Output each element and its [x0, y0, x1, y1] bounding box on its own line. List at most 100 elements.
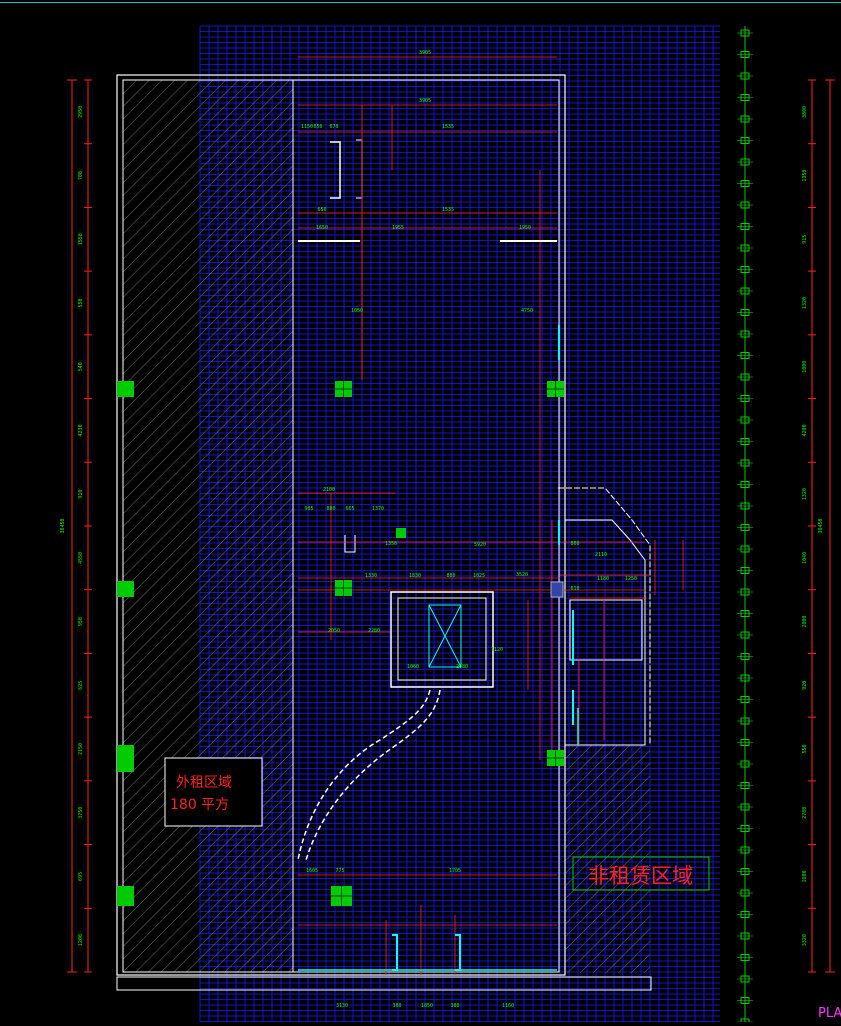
dim-chain-text: 695: [78, 872, 84, 881]
core-inner: [397, 597, 487, 681]
dim-chain-text: 1320: [802, 488, 808, 500]
dimension-text: 670: [329, 124, 338, 130]
dim-chain-text: 1600: [802, 870, 808, 882]
dim-chain-text: 1200: [78, 934, 84, 946]
dimension-text: 1950: [519, 225, 531, 231]
elevator-cross: [428, 604, 462, 668]
dim-chain-text: 550: [78, 298, 84, 307]
dim-chain-text: 2780: [802, 807, 808, 819]
dimension-text: 380: [450, 1003, 459, 1009]
dimension-text: 1150: [301, 124, 313, 130]
dim-chain-text: 3320: [802, 934, 808, 946]
dimension-lines: [67, 26, 835, 1026]
dim-chain-text: 950: [78, 617, 84, 626]
elevator-box: [428, 604, 462, 668]
right-room-wall: [565, 519, 646, 746]
dim-chain-text: 2150: [78, 743, 84, 755]
dimension-text: 1250: [625, 576, 637, 582]
curved-stair: [297, 689, 431, 861]
dimension-text: 880: [326, 506, 335, 512]
dimension-text: 2050: [328, 628, 340, 634]
dimension-text: 880: [446, 573, 455, 579]
door-fixture: [455, 934, 461, 971]
dim-chain-text: 3800: [802, 106, 808, 118]
dim-chain-text: 3750: [78, 807, 84, 819]
dimension-text: 1955: [392, 225, 404, 231]
dimension-text: 4750: [521, 308, 533, 314]
dimension-text: 1370: [372, 506, 384, 512]
dimension-text: 1535: [442, 207, 454, 213]
dim-chain-text: 915: [802, 235, 808, 244]
dimension-text: 1705: [449, 868, 461, 874]
wall-column: [117, 581, 134, 597]
walls: [116, 74, 652, 991]
top-fixture-outline: [330, 141, 341, 199]
outer-wall: [116, 74, 566, 976]
hatch-left-zone: [123, 80, 293, 972]
grey-column: [550, 581, 564, 598]
dim-chain-text: 700: [78, 171, 84, 180]
dim-chain-total-text: 38450: [818, 518, 824, 533]
wall-column: [117, 381, 134, 397]
dimension-text: 3905: [419, 50, 431, 56]
dim-chain-text: 625: [78, 681, 84, 690]
core-outer: [390, 591, 494, 688]
dimension-text: 3520: [516, 572, 528, 578]
rent-area-label-line1: 外租区域: [176, 775, 232, 791]
angled-wall: [558, 487, 651, 745]
dimension-text: 2100: [323, 487, 335, 493]
curved-stair-inner: [305, 689, 441, 861]
dim-chain-text: 1000: [802, 361, 808, 373]
corner-text: PLA: [818, 1006, 841, 1021]
dimension-text: 380: [392, 1003, 401, 1009]
dim-chain-text: 4200: [802, 424, 808, 436]
wall-column: [117, 886, 134, 906]
dimension-text: 985: [304, 506, 313, 512]
small-column: [396, 528, 406, 538]
dimension-text: 1350: [385, 541, 397, 547]
dim-chain-total-text: 38450: [60, 518, 66, 533]
right-room-box: [569, 599, 643, 661]
hatch-right-zone: [566, 745, 650, 973]
fixtures: [298, 240, 579, 971]
dimension-text: 1060: [407, 664, 419, 670]
dim-chain-text: 1550: [78, 233, 84, 245]
dimension-text: 1605: [306, 868, 318, 874]
base-strip: [116, 976, 652, 991]
dimension-text: 1330: [365, 573, 377, 579]
dimension-text: 1160: [502, 1003, 514, 1009]
dim-chain-text: 1320: [802, 297, 808, 309]
dimension-text: 665: [345, 506, 354, 512]
rent-area-label-line2: 180 平方: [170, 797, 230, 813]
wall-column: [117, 745, 134, 772]
dimension-text: 1830: [409, 573, 421, 579]
dim-chain-text: 540: [78, 362, 84, 371]
dimension-text: 1120: [491, 647, 503, 653]
dimension-text: 3130: [336, 1003, 348, 1009]
dim-chain-text: 920: [802, 681, 808, 690]
dimension-text: 2680: [456, 664, 468, 670]
structural-columns: [117, 381, 710, 906]
dimension-text: 1850: [421, 1003, 433, 1009]
dimension-texts: 2950700155055054042309104550950625215037…: [60, 50, 824, 1009]
dim-chain-text: 1350: [802, 170, 808, 182]
dimension-text: 610: [570, 586, 579, 592]
dim-chain-text: 2950: [78, 106, 84, 118]
dim-chain-text: 4550: [78, 552, 84, 564]
non-rent-area-box: [572, 856, 710, 891]
rent-area-box: [164, 757, 263, 827]
dimension-text: 650: [313, 124, 322, 130]
dimension-text: 1025: [473, 573, 485, 579]
small-fixture-outline: [344, 535, 356, 553]
dimension-text: 1050: [351, 308, 363, 314]
dimension-text: 2280: [368, 628, 380, 634]
dimension-text: 3905: [419, 98, 431, 104]
dimension-text: 775: [335, 868, 344, 874]
dimension-text: 1535: [442, 124, 454, 130]
dimension-text: 1180: [597, 576, 609, 582]
dimension-text: 2110: [595, 552, 607, 558]
dimension-text: 650: [317, 207, 326, 213]
dim-chain-text: 1040: [802, 552, 808, 564]
